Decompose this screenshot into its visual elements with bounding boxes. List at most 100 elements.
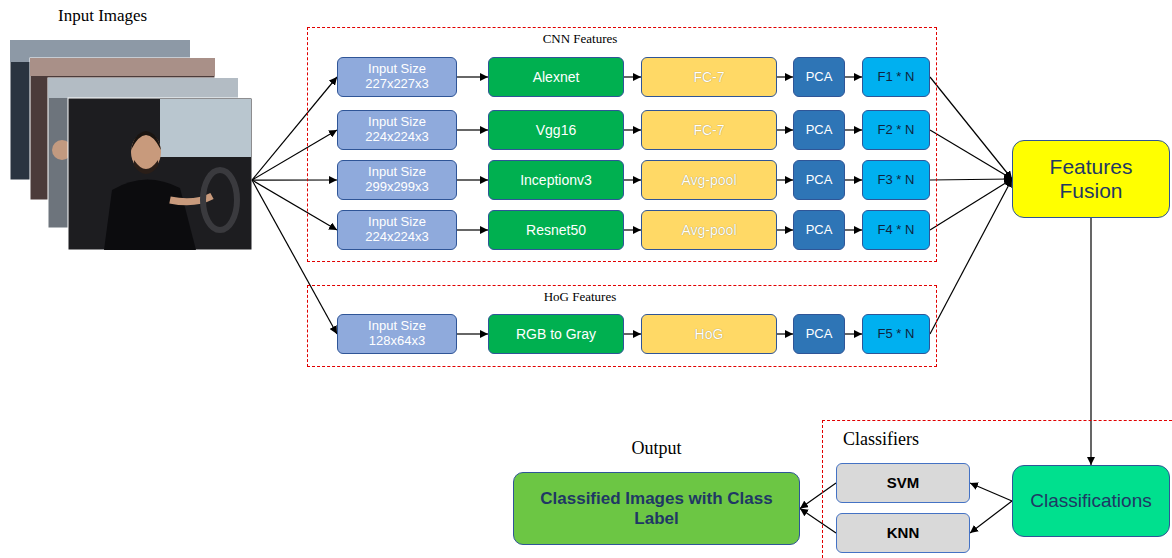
flow-arrow	[777, 76, 793, 77]
flow-arrow	[845, 229, 862, 230]
feature-vector-box: F2 * N	[862, 110, 930, 150]
flow-arrow	[800, 509, 836, 534]
photo-frame	[68, 98, 252, 250]
feature-group: HoG FeaturesInput Size 128x64x3 RGB to Gr…	[307, 285, 937, 367]
box-label: Classifications	[1030, 490, 1151, 512]
box-label: Features Fusion	[1018, 155, 1164, 203]
flow-arrow	[624, 179, 641, 180]
input-size-box: Input Size 224x224x3	[337, 210, 457, 250]
feature-vector-box: F1 * N	[862, 57, 930, 97]
box-label: Classified Images with Class Label	[519, 489, 794, 528]
flow-arrow	[457, 179, 488, 180]
flow-arrow	[845, 129, 862, 130]
feature-layer-box: Avg-pool	[641, 160, 777, 200]
photo-front	[68, 98, 252, 250]
flow-arrow	[624, 129, 641, 130]
classification-box: Classifications	[1012, 465, 1170, 537]
group-heading: Classifiers	[843, 429, 919, 450]
pca-box: PCA	[793, 314, 845, 354]
flow-arrow	[845, 179, 862, 180]
feature-layer-box: Avg-pool	[641, 210, 777, 250]
box-label: F2 * N	[878, 123, 915, 138]
box-label: KNN	[887, 524, 920, 541]
box-label: SVM	[887, 474, 920, 491]
flow-arrow	[970, 483, 1012, 501]
pca-box: PCA	[793, 160, 845, 200]
flow-arrow	[624, 229, 641, 230]
cnn-model-box: Resnet50	[488, 210, 624, 250]
box-label: F5 * N	[878, 327, 915, 342]
group-heading: CNN Features	[308, 31, 852, 47]
box-label: FC-7	[693, 122, 724, 138]
classifier-group: ClassifiersSVM KNN Classifications	[822, 420, 1172, 558]
box-label: PCA	[806, 173, 833, 188]
box-label: FC-7	[693, 69, 724, 85]
box-label: Input Size 224x224x3	[343, 215, 451, 245]
flow-arrow	[930, 179, 1012, 180]
flow-arrow	[457, 76, 488, 77]
flow-arrow	[930, 130, 1012, 179]
feature-group: CNN FeaturesInput Size 227x227x3AlexnetF…	[307, 27, 937, 262]
flow-arrow	[624, 76, 641, 77]
box-label: F4 * N	[878, 223, 915, 238]
cnn-model-box: RGB to Gray	[488, 314, 624, 354]
flow-arrow	[1090, 218, 1091, 465]
flow-arrow	[800, 483, 836, 509]
box-label: Inceptionv3	[520, 172, 592, 188]
box-label: Alexnet	[533, 69, 580, 85]
input-size-box: Input Size 227x227x3	[337, 57, 457, 97]
driver-hair	[131, 131, 161, 150]
fusion-box: Features Fusion	[1012, 140, 1170, 218]
box-label: Avg-pool	[681, 172, 736, 188]
flow-arrow	[252, 179, 337, 180]
driver-beard	[134, 160, 158, 174]
box-label: PCA	[806, 327, 833, 342]
group-heading: HoG Features	[308, 289, 852, 305]
box-label: PCA	[806, 223, 833, 238]
flow-arrow	[930, 179, 1012, 230]
cnn-model-box: Alexnet	[488, 57, 624, 97]
driver-torso	[104, 179, 196, 250]
image-stack-label: Input Images	[58, 6, 147, 26]
box-label: Avg-pool	[681, 222, 736, 238]
feature-vector-box: F5 * N	[862, 314, 930, 354]
box-label: RGB to Gray	[516, 326, 596, 342]
output-box: OutputClassified Images with Class Label	[513, 472, 800, 545]
flow-arrow	[252, 180, 337, 230]
box-label: Input Size 227x227x3	[343, 62, 451, 92]
flow-arrow	[457, 129, 488, 130]
box-label: Input Size 299x299x3	[343, 165, 451, 195]
photo-window	[30, 58, 215, 76]
input-size-box: Input Size 224x224x3	[337, 110, 457, 150]
steering-wheel	[203, 170, 237, 230]
box-label: Resnet50	[526, 222, 586, 238]
feature-layer-box: FC-7	[641, 110, 777, 150]
box-label: HoG	[695, 326, 724, 342]
box-label: F1 * N	[878, 70, 915, 85]
photo-window	[160, 99, 251, 157]
flow-arrow	[252, 130, 337, 180]
flow-arrow	[777, 129, 793, 130]
cnn-model-box: Inceptionv3	[488, 160, 624, 200]
flow-arrow	[845, 333, 862, 334]
pca-box: PCA	[793, 57, 845, 97]
flow-arrow	[777, 333, 793, 334]
photo-window	[48, 78, 238, 98]
box-label: PCA	[806, 123, 833, 138]
pca-box: PCA	[793, 110, 845, 150]
feature-layer-box: HoG	[641, 314, 777, 354]
box-label: Input Size 224x224x3	[343, 115, 451, 145]
flow-arrow	[777, 179, 793, 180]
flow-arrow	[252, 180, 337, 334]
flow-arrow	[970, 501, 1012, 533]
box-label: F3 * N	[878, 173, 915, 188]
feature-layer-box: FC-7	[641, 57, 777, 97]
feature-vector-box: F3 * N	[862, 160, 930, 200]
pca-box: PCA	[793, 210, 845, 250]
flow-arrow	[252, 77, 337, 180]
input-size-box: Input Size 299x299x3	[337, 160, 457, 200]
box-label: PCA	[806, 70, 833, 85]
box-label: Input Size 128x64x3	[343, 319, 451, 349]
cnn-model-box: Vgg16	[488, 110, 624, 150]
